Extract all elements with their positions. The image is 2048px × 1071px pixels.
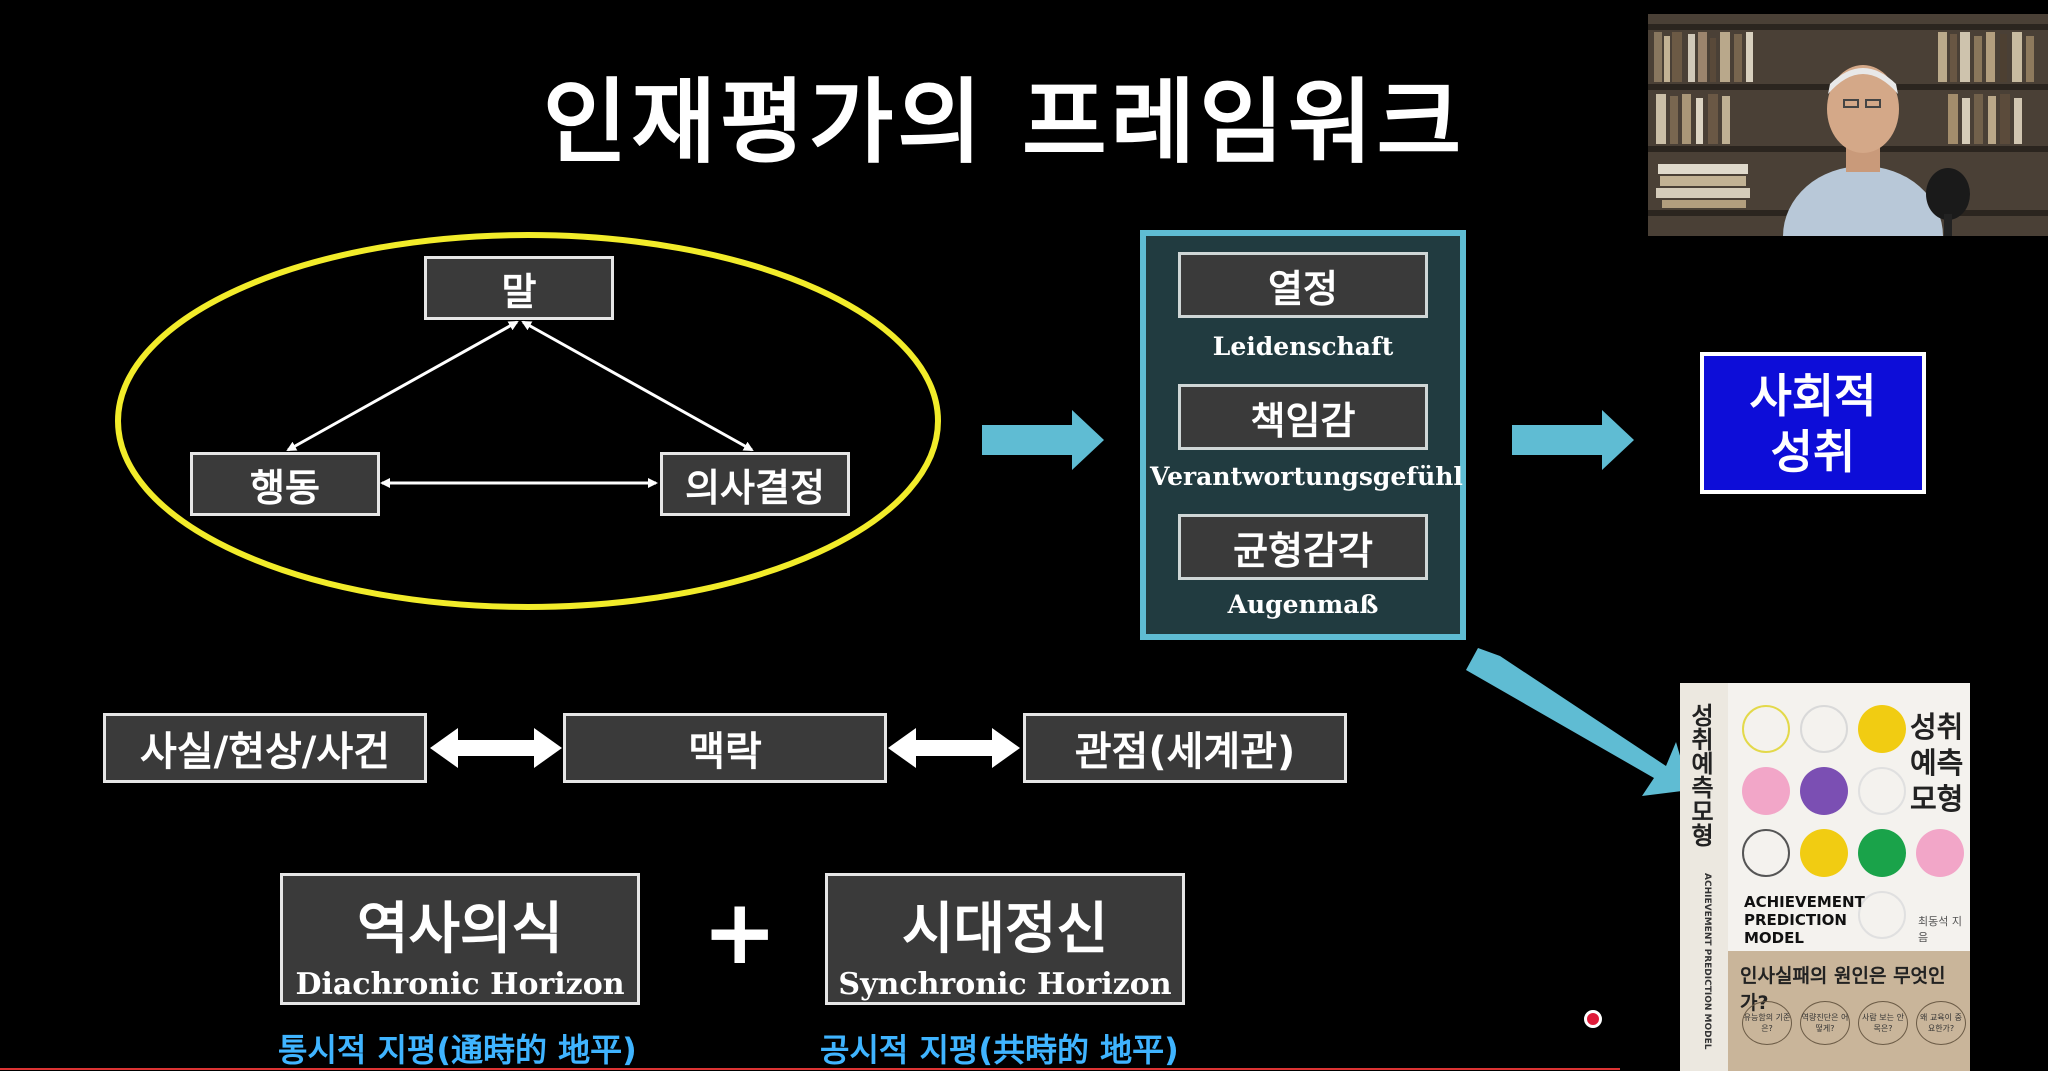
book-circle xyxy=(1742,829,1790,877)
social-achievement-box: 사회적 성취 xyxy=(1700,352,1926,494)
arrow-speech-decision xyxy=(521,320,754,452)
chain-facts: 사실/현상/사건 xyxy=(103,713,427,783)
webcam-scene xyxy=(1648,14,2048,236)
webcam-video xyxy=(1648,14,2048,236)
book-title-line3: 모형 xyxy=(1910,782,1964,816)
historical-consciousness-box: 역사의식 Diachronic Horizon xyxy=(280,873,640,1005)
arrow-speech-action xyxy=(286,320,519,452)
book-spine xyxy=(1680,683,1728,1071)
zeitgeist-ko: 시대정신 xyxy=(901,897,1109,962)
virtue-passion: 열정 xyxy=(1178,252,1428,318)
blue-arrow-1 xyxy=(982,410,1104,470)
yellow-ellipse xyxy=(115,232,941,610)
chain-perspective: 관점(세계관) xyxy=(1023,713,1347,783)
book-title-line2: 예측 xyxy=(1910,746,1964,780)
book-title: 성취 예측 모형 xyxy=(1910,709,1966,817)
blue-arrow-3 xyxy=(1466,648,1690,796)
book-spine-title: 성취예측모형 xyxy=(1686,703,1714,847)
synchronic-subtitle: 공시적 지평(共時的 地平) xyxy=(820,1031,1179,1069)
virtue-balance-de: Augenmaß xyxy=(1227,590,1379,619)
node-speech: 말 xyxy=(424,256,614,320)
book-oval: 역량진단은 어떻게? xyxy=(1800,1001,1850,1045)
book-en-line2: PREDICTION xyxy=(1744,911,1847,929)
social-achievement-line1: 사회적 xyxy=(1749,369,1877,423)
historical-consciousness-ko: 역사의식 xyxy=(356,897,564,962)
virtue-responsibility-de: Verantwortungsgefühl xyxy=(1150,462,1463,491)
node-action: 행동 xyxy=(190,452,380,516)
diachronic-subtitle: 통시적 지평(通時的 地平) xyxy=(278,1031,637,1069)
book-en-line1: ACHIEVEMENT xyxy=(1744,893,1865,911)
book-oval: 왜 교육이 중요한가? xyxy=(1916,1001,1966,1045)
book-circle xyxy=(1858,767,1906,815)
plus-sign: + xyxy=(702,880,778,985)
book-oval: 사람 보는 안목은? xyxy=(1858,1001,1908,1045)
zeitgeist-box: 시대정신 Synchronic Horizon xyxy=(825,873,1185,1005)
book-en-line3: MODEL xyxy=(1744,929,1804,947)
book-circle xyxy=(1858,705,1906,753)
virtue-passion-de: Leidenschaft xyxy=(1212,332,1394,361)
record-indicator-icon xyxy=(1584,1010,1602,1028)
book-circle xyxy=(1742,705,1790,753)
node-decision: 의사결정 xyxy=(660,452,850,516)
book-circle xyxy=(1916,829,1964,877)
virtue-responsibility: 책임감 xyxy=(1178,384,1428,450)
book-cover: 성취예측모형 ACHIEVEMENT PREDICTION MODEL 성취 예… xyxy=(1680,683,1970,1071)
book-circle xyxy=(1800,705,1848,753)
zeitgeist-en: Synchronic Horizon xyxy=(838,967,1172,1002)
book-author: 최동석 지음 xyxy=(1918,915,1962,944)
book-circle xyxy=(1800,767,1848,815)
book-circle xyxy=(1858,891,1906,939)
page-title: 인재평가의 프레임워크 xyxy=(542,69,1466,176)
book-title-line1: 성취 xyxy=(1910,710,1964,744)
book-oval: 유능함의 기준은? xyxy=(1742,1001,1792,1045)
virtue-balance: 균형감각 xyxy=(1178,514,1428,580)
book-circle xyxy=(1742,767,1790,815)
social-achievement-line2: 성취 xyxy=(1770,425,1856,479)
historical-consciousness-en: Diachronic Horizon xyxy=(295,967,625,1002)
chain-context: 맥락 xyxy=(563,713,887,783)
double-arrow-1 xyxy=(430,728,562,768)
double-arrow-2 xyxy=(888,728,1020,768)
book-english-title: ACHIEVEMENT PREDICTION MODEL xyxy=(1744,893,1865,947)
blue-arrow-2 xyxy=(1512,410,1634,470)
book-circle xyxy=(1800,829,1848,877)
book-spine-en: ACHIEVEMENT PREDICTION MODEL xyxy=(1702,873,1712,1050)
book-circle xyxy=(1858,829,1906,877)
